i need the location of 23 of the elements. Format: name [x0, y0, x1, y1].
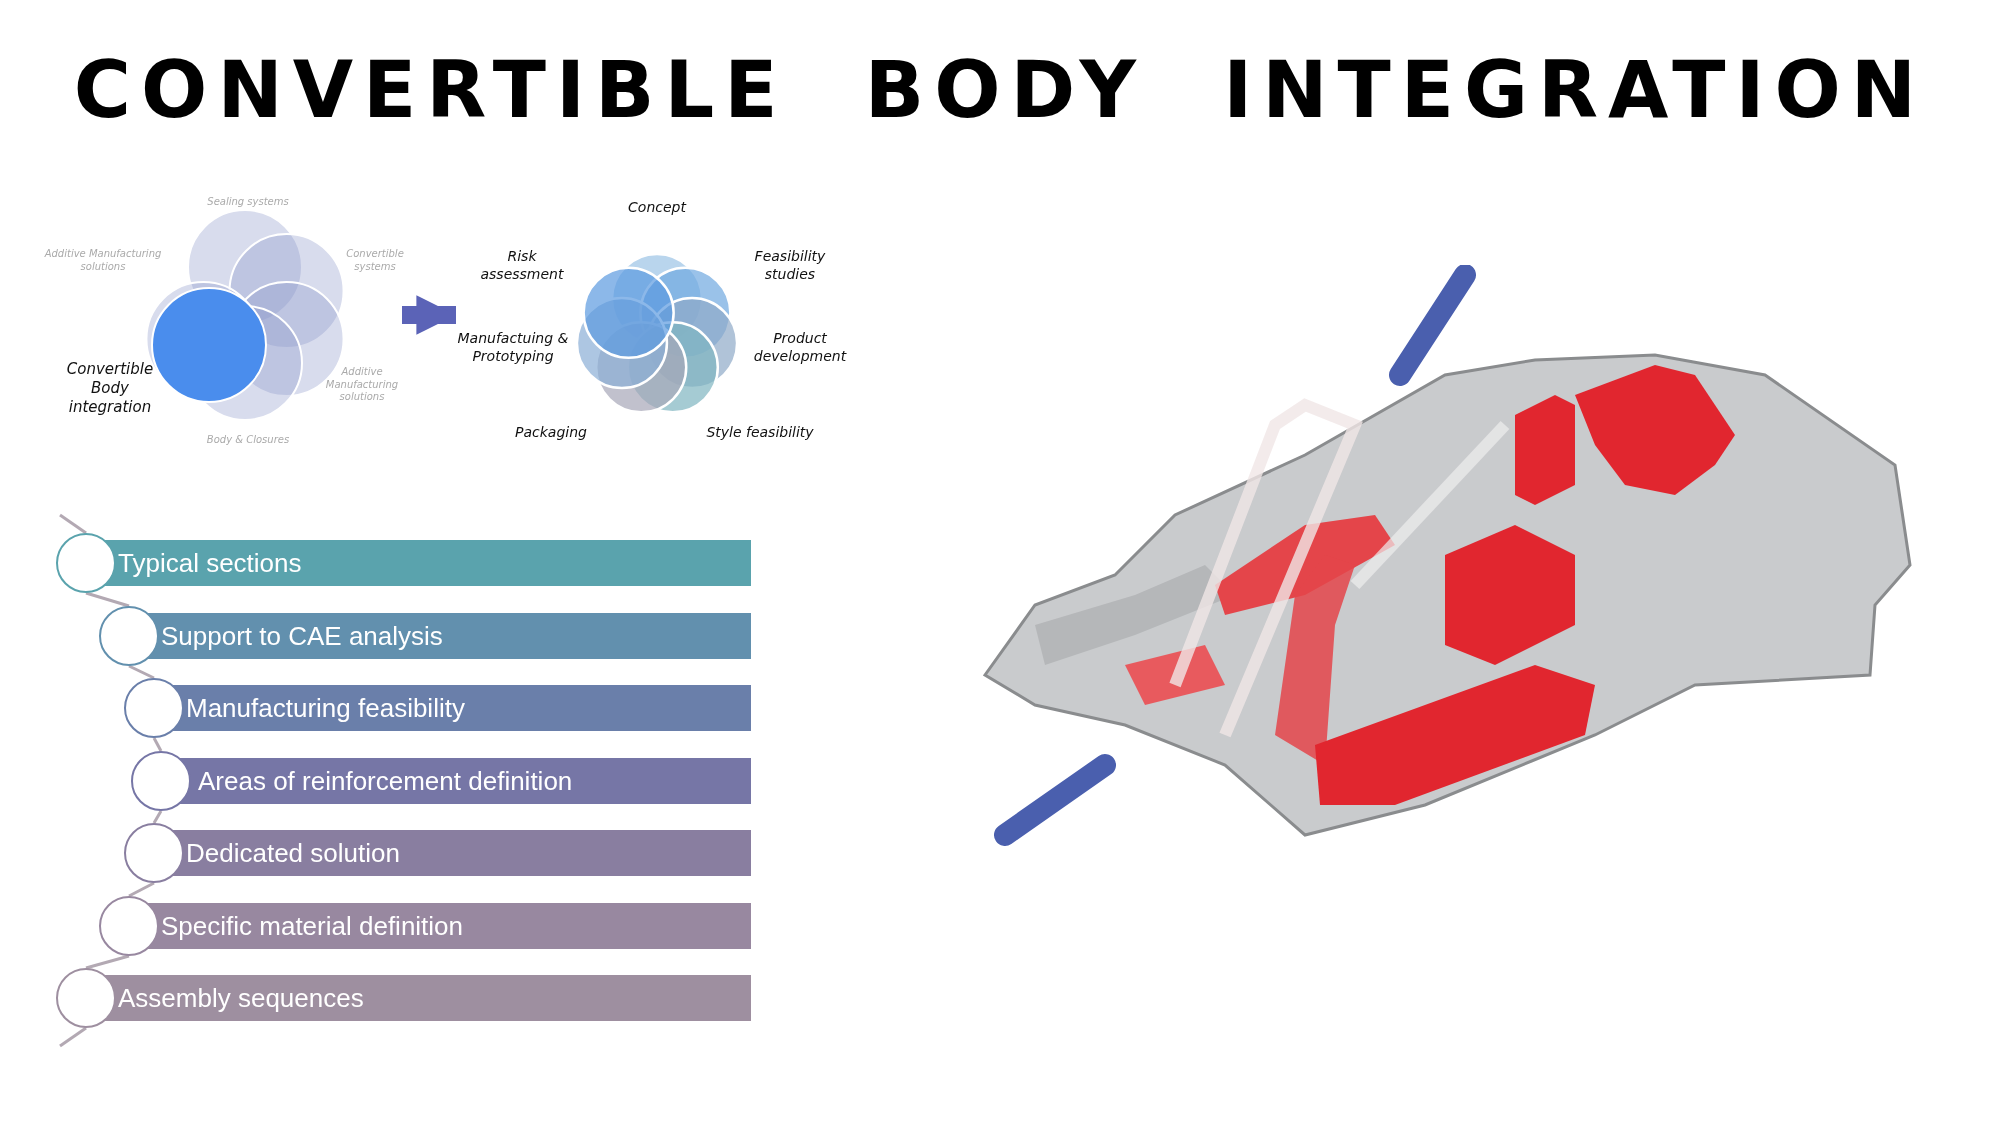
- venn-label: Product development: [752, 329, 848, 365]
- block-arrow: [402, 295, 456, 335]
- connector-line: [152, 737, 163, 752]
- venn-label: Concept: [627, 199, 688, 217]
- venn-label: Convertible Body integration: [65, 359, 155, 417]
- connector-line: [85, 591, 130, 608]
- connector-line: [152, 810, 163, 824]
- venn-label: Feasibility studies: [753, 247, 827, 283]
- venn-label: Sealing systems: [206, 195, 290, 209]
- venn-label: Style feasibility: [705, 424, 815, 442]
- connector-line: [59, 1026, 87, 1048]
- connector-line: [128, 881, 155, 898]
- venn-label: Manufactuing & Prototyping: [456, 329, 570, 365]
- venn-label: Packaging: [514, 424, 588, 442]
- connector-line: [128, 664, 155, 680]
- venn-label: Risk assessment: [479, 247, 565, 283]
- venn-label: Body & Closures: [205, 433, 291, 447]
- connector-line: [85, 954, 130, 970]
- page-title: CONVERTIBLE BODY INTEGRATION: [72, 45, 1928, 135]
- venn-label: Additive Manufacturing solutions: [324, 366, 400, 404]
- venn-label: Convertible systems: [345, 247, 405, 273]
- venn-label: Additive Manufacturing solutions: [43, 247, 163, 273]
- connector-line: [59, 513, 87, 535]
